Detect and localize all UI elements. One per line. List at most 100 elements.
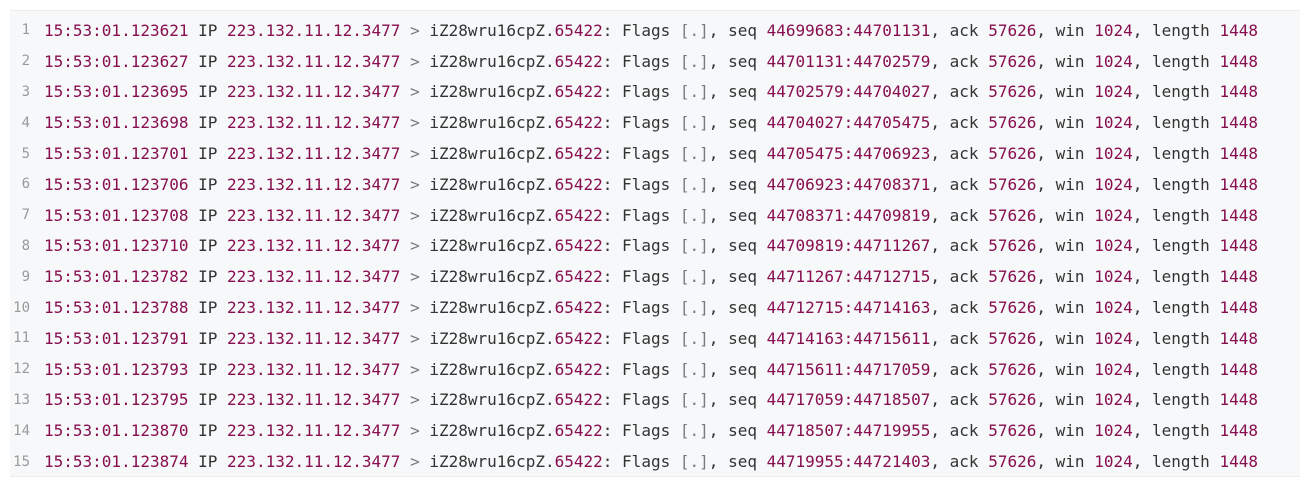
line-number: 6 — [21, 176, 30, 193]
seq-start: 44711267 — [766, 267, 844, 287]
length-label: length — [1152, 421, 1210, 441]
flag-bracket-open: [ — [679, 236, 690, 256]
code-line-content: 15:53:01.123870 IP 223.132.11.12.3477 > … — [44, 421, 1258, 440]
source-address: 223.132.11.12.3477 — [227, 421, 401, 441]
direction-arrow: > — [410, 421, 420, 441]
comma: , — [708, 205, 719, 225]
ack-value: 57626 — [988, 174, 1037, 194]
seq-start: 44715611 — [766, 359, 844, 379]
flags-label: Flags — [622, 113, 671, 133]
ack-label: ack — [949, 205, 979, 225]
comma: , — [1036, 174, 1047, 194]
seq-end: 44712715 — [853, 267, 931, 287]
comma: , — [1132, 82, 1143, 102]
direction-arrow: > — [410, 144, 420, 164]
destination-port: 65422 — [554, 390, 603, 410]
protocol-label: IP — [198, 267, 218, 287]
win-value: 1024 — [1094, 51, 1133, 71]
seq-start: 44699683 — [766, 20, 844, 40]
seq-end: 44711267 — [853, 236, 931, 256]
seq-label: seq — [728, 236, 757, 256]
line-number: 11 — [13, 330, 30, 347]
comma: , — [1036, 113, 1047, 133]
flag-bracket-close: ] — [699, 51, 709, 71]
direction-arrow: > — [410, 205, 420, 225]
comma: , — [708, 236, 719, 256]
line-number: 3 — [21, 83, 30, 100]
comma: , — [930, 144, 941, 164]
destination-port: 65422 — [554, 51, 603, 71]
comma: , — [708, 82, 719, 102]
protocol-label: IP — [198, 452, 218, 472]
line-number: 15 — [13, 453, 30, 470]
line-number: 13 — [13, 391, 30, 408]
code-line-content: 15:53:01.123706 IP 223.132.11.12.3477 > … — [44, 175, 1258, 194]
destination-port: 65422 — [554, 205, 603, 225]
ack-value: 57626 — [988, 421, 1037, 441]
comma: , — [1036, 236, 1047, 256]
length-value: 1448 — [1219, 359, 1258, 379]
direction-arrow: > — [410, 298, 420, 318]
address-colon: : — [602, 82, 613, 102]
seq-end: 44709819 — [853, 205, 931, 225]
win-label: win — [1055, 205, 1085, 225]
destination-host: iZ28wru16cpZ — [429, 82, 545, 102]
seq-end: 44708371 — [853, 174, 931, 194]
address-colon: : — [602, 359, 613, 379]
comma: , — [1036, 359, 1047, 379]
address-colon: : — [602, 236, 613, 256]
comma: , — [1132, 174, 1143, 194]
comma: , — [1132, 236, 1143, 256]
timestamp: 15:53:01.123874 — [44, 452, 189, 472]
flag-bracket-close: ] — [699, 20, 709, 40]
ack-label: ack — [949, 51, 979, 71]
host-port-separator: . — [544, 421, 555, 441]
ack-label: ack — [949, 113, 979, 133]
win-label: win — [1055, 236, 1085, 256]
destination-host: iZ28wru16cpZ — [429, 236, 545, 256]
flag-value: . — [689, 82, 700, 102]
flag-bracket-close: ] — [699, 298, 709, 318]
destination-host: iZ28wru16cpZ — [429, 421, 545, 441]
comma: , — [1036, 205, 1047, 225]
destination-host: iZ28wru16cpZ — [429, 328, 545, 348]
seq-start: 44712715 — [766, 298, 844, 318]
comma: , — [708, 20, 719, 40]
direction-arrow: > — [410, 390, 420, 410]
win-value: 1024 — [1094, 144, 1133, 164]
seq-separator: : — [843, 51, 854, 71]
destination-port: 65422 — [554, 452, 603, 472]
seq-separator: : — [843, 174, 854, 194]
code-line-content: 15:53:01.123698 IP 223.132.11.12.3477 > … — [44, 113, 1258, 132]
seq-end: 44705475 — [853, 113, 931, 133]
timestamp: 15:53:01.123793 — [44, 359, 189, 379]
length-value: 1448 — [1219, 144, 1258, 164]
comma: , — [930, 236, 941, 256]
length-label: length — [1152, 359, 1210, 379]
direction-arrow: > — [410, 236, 420, 256]
flag-bracket-close: ] — [699, 144, 709, 164]
ack-label: ack — [949, 390, 979, 410]
destination-host: iZ28wru16cpZ — [429, 390, 545, 410]
flags-label: Flags — [622, 298, 671, 318]
seq-start: 44706923 — [766, 174, 844, 194]
comma: , — [1036, 144, 1047, 164]
comma: , — [708, 452, 719, 472]
win-label: win — [1055, 390, 1085, 410]
flag-value: . — [689, 144, 700, 164]
code-line-content: 15:53:01.123791 IP 223.132.11.12.3477 > … — [44, 329, 1258, 348]
seq-label: seq — [728, 452, 757, 472]
comma: , — [1036, 298, 1047, 318]
timestamp: 15:53:01.123710 — [44, 236, 189, 256]
destination-host: iZ28wru16cpZ — [429, 359, 545, 379]
flag-bracket-open: [ — [679, 51, 690, 71]
comma: , — [930, 174, 941, 194]
win-label: win — [1055, 328, 1085, 348]
host-port-separator: . — [544, 359, 555, 379]
code-line-content: 15:53:01.123708 IP 223.132.11.12.3477 > … — [44, 206, 1258, 225]
comma: , — [1132, 267, 1143, 287]
comma: , — [1132, 51, 1143, 71]
